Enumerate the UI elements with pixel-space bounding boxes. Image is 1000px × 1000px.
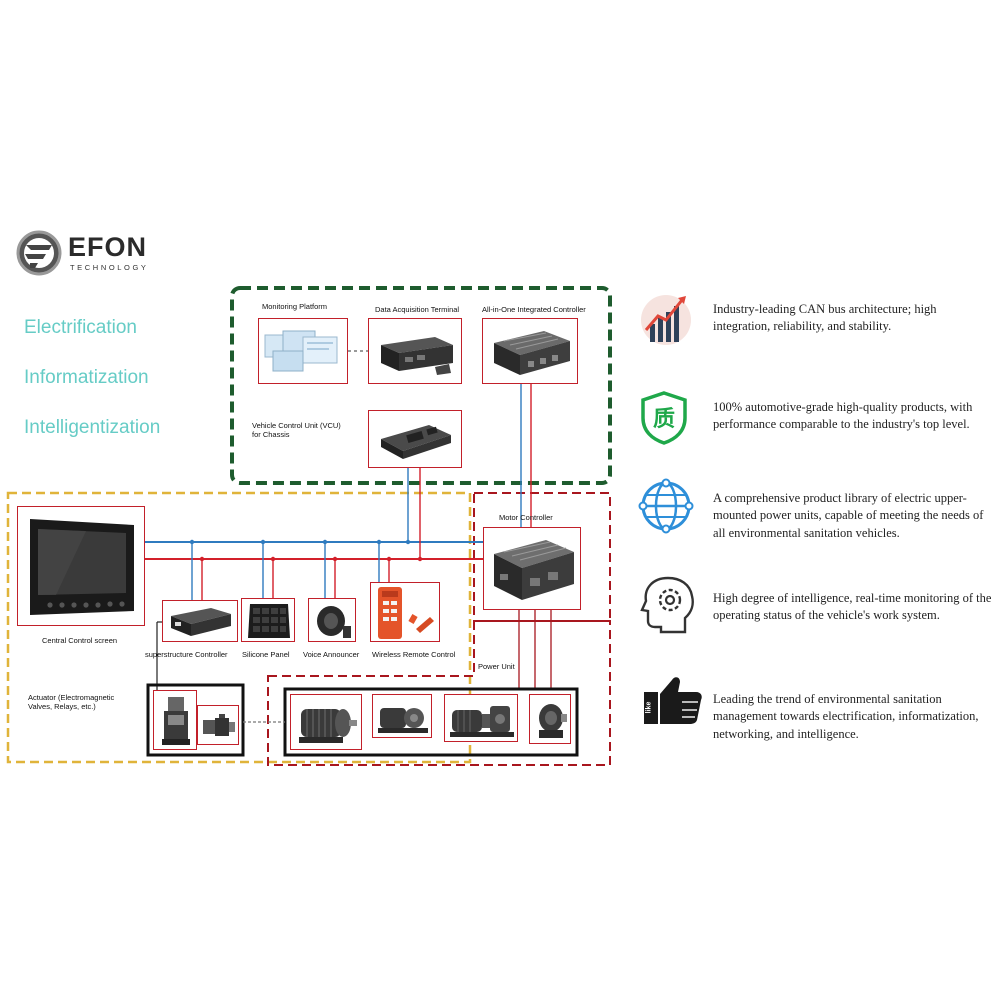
head-gear-icon <box>640 576 694 634</box>
vcu-label-line1: Vehicle Control Unit (VCU) <box>252 421 341 430</box>
efon-logo-icon <box>16 230 62 276</box>
power-motor-pump-box[interactable] <box>444 694 518 742</box>
feature-text-3: A comprehensive product library of elect… <box>713 491 984 540</box>
superstructure-controller-icon <box>171 608 231 636</box>
wireless-remote-label: Wireless Remote Control <box>372 650 456 659</box>
superstructure-controller-box[interactable] <box>162 600 238 642</box>
motor-controller-box[interactable] <box>483 527 581 610</box>
actuator-label-line2: Valves, Relays, etc.) <box>28 701 96 711</box>
electric-motor-icon <box>299 709 357 743</box>
motor-pump-unit-icon <box>450 706 514 737</box>
monitoring-screens-icon <box>264 330 338 372</box>
feature-text-2: 100% automotive-grade high-quality produ… <box>713 400 973 432</box>
voice-announcer-label: Voice Announcer <box>303 650 360 659</box>
silicone-panel-box[interactable] <box>241 598 295 642</box>
monitoring-platform-box[interactable] <box>258 318 348 384</box>
actuator-label-line1: Actuator (Electromagnetic <box>28 693 115 702</box>
slogan-intelligentization: Intelligentization <box>24 417 161 438</box>
yellow-region-border <box>6 491 472 764</box>
feature-text-1: Industry-leading CAN bus architecture; h… <box>713 302 937 334</box>
central-screen-device-icon <box>30 519 134 615</box>
integrated-controller-icon <box>494 331 570 375</box>
bar-chart-trend-icon <box>641 295 691 345</box>
voice-announcer-box[interactable] <box>308 598 356 642</box>
power-pump-box[interactable] <box>372 694 432 738</box>
brand-name: EFON <box>68 232 148 262</box>
wireless-remote-box[interactable] <box>370 582 440 642</box>
compact-motor-icon <box>539 704 567 738</box>
all-in-one-controller-box[interactable] <box>482 318 578 384</box>
slogan-informatization: Informatization <box>24 367 149 388</box>
speaker-icon <box>317 606 351 638</box>
red-region-motor-border <box>473 492 611 622</box>
central-screen-box[interactable] <box>17 506 145 626</box>
central-screen-label: Central Control screen <box>42 636 118 645</box>
slogan-electrification: Electrification <box>24 317 137 338</box>
motor-controller-device-icon <box>494 540 574 600</box>
solenoid-valve-icon <box>203 714 235 736</box>
quality-glyph: 质 <box>652 407 675 432</box>
red-region-power-border <box>267 620 611 766</box>
quality-shield-icon: 质 <box>638 390 690 446</box>
vcu-label-line2: for Chassis <box>252 429 290 439</box>
superstructure-controller-label: superstructure Controller <box>145 650 228 659</box>
relay-icon <box>162 697 190 745</box>
data-terminal-device-icon <box>381 337 453 375</box>
power-unit-label: Power Unit <box>478 662 515 671</box>
silicone-panel-label: Silicone Panel <box>242 650 290 659</box>
power-motor-1-box[interactable] <box>290 694 362 750</box>
vcu-device-icon <box>381 425 451 459</box>
thumbs-up-like-icon: like <box>642 674 704 726</box>
valve-box[interactable] <box>197 705 239 745</box>
feature-text-4: High degree of intelligence, real-time m… <box>713 591 992 623</box>
monitoring-platform-label: Monitoring Platform <box>262 302 328 311</box>
vcu-label: Vehicle Control Unit (VCU) for Chassis <box>252 421 341 439</box>
data-terminal-box[interactable] <box>368 318 462 384</box>
data-terminal-label: Data Acquisition Terminal <box>375 305 460 314</box>
brand-subtitle: TECHNOLOGY <box>70 263 149 272</box>
like-glyph: like <box>645 701 653 714</box>
remote-control-icon <box>378 587 434 639</box>
power-motor-2-box[interactable] <box>529 694 571 744</box>
green-region-border <box>230 286 612 485</box>
globe-network-icon <box>638 478 694 534</box>
silicone-keypad-icon <box>248 604 290 638</box>
vcu-box[interactable] <box>368 410 462 468</box>
all-in-one-label: All-in-One Integrated Controller <box>482 305 586 314</box>
pump-assembly-icon <box>378 708 428 733</box>
actuator-group-border <box>146 683 245 757</box>
brand-logo: EFON TECHNOLOGY <box>16 230 166 278</box>
motor-controller-label: Motor Controller <box>499 513 553 522</box>
feature-text-5: Leading the trend of environmental sanit… <box>713 692 979 741</box>
relay-box[interactable] <box>153 690 197 750</box>
actuator-label: Actuator (Electromagnetic Valves, Relays… <box>28 693 115 711</box>
